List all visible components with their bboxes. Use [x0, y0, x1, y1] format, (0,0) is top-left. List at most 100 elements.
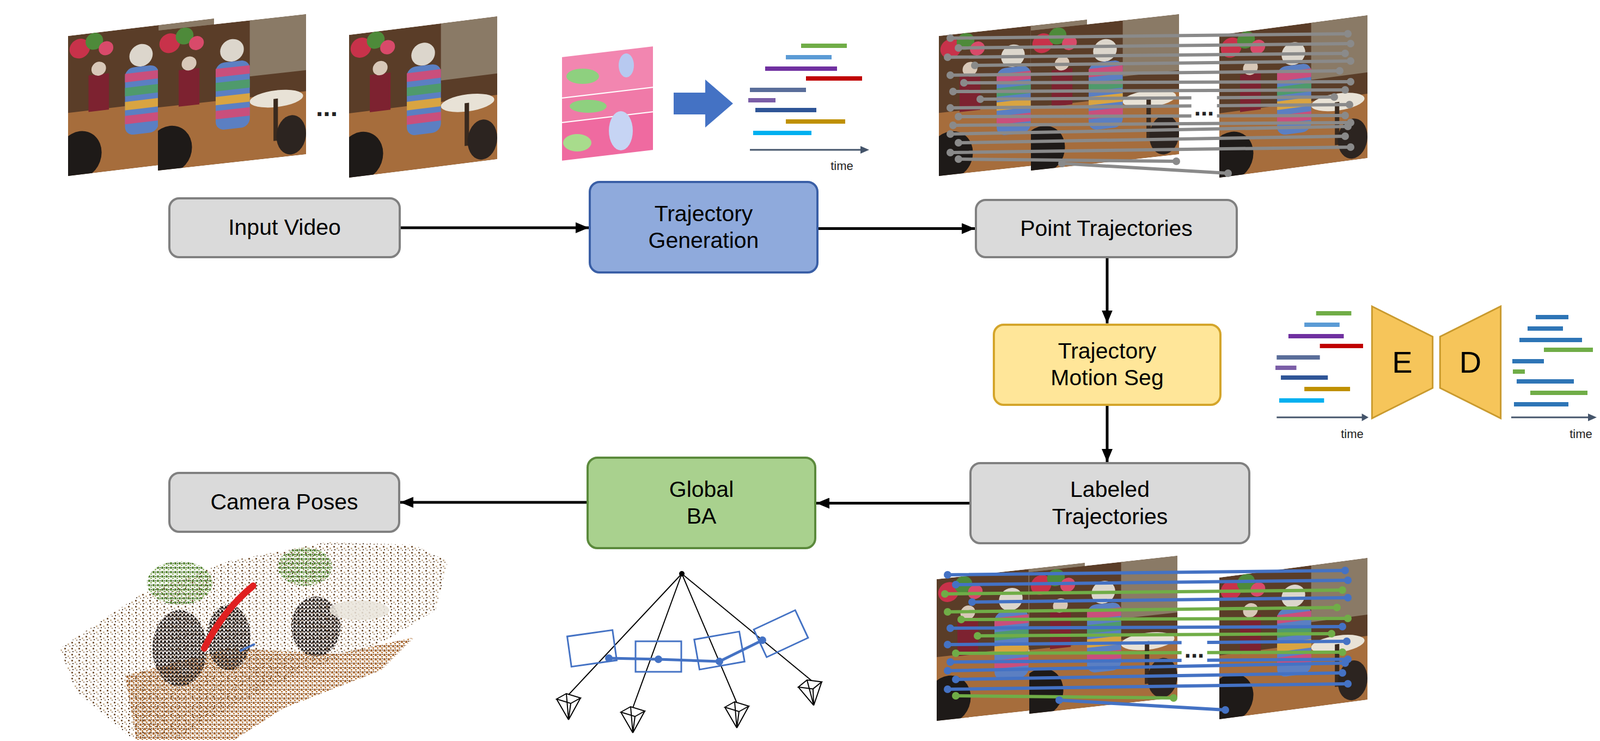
optical-flow-images [618, 53, 634, 78]
flow-arrow [816, 501, 970, 505]
point-trajectory-frames [928, 14, 1368, 183]
ellipsis: ... [1181, 636, 1208, 663]
decoder-output-timeline [1516, 379, 1574, 384]
node-text: D [1459, 343, 1482, 381]
node-text: Camera Poses [210, 488, 358, 516]
point-cloud [204, 585, 254, 649]
labeled-trajectory-frames [926, 555, 1368, 726]
node-text: Trajectory Generation [621, 200, 786, 254]
grey-trajectories [958, 43, 1351, 48]
node-text: E [1391, 343, 1413, 381]
labeled-trajectories [947, 640, 1347, 645]
bundle-adjustment-figure [724, 701, 749, 728]
decoder-shape-outline [1439, 306, 1501, 418]
optical-flow-images [563, 133, 592, 152]
labeled-trajectories [1059, 699, 1226, 710]
video-frames [338, 16, 498, 183]
axis-label: time [1569, 428, 1593, 441]
labeled-trajectories [947, 683, 1348, 689]
labeled-trajectories [977, 633, 1332, 636]
labeled-trajectories [947, 607, 1337, 612]
output-box: Camera Poses [168, 471, 401, 533]
grey-trajectories [950, 147, 1351, 153]
grey-trajectories [950, 126, 1348, 134]
axis-label: time [1340, 428, 1364, 441]
point-cloud [147, 560, 213, 605]
axis-label: time [1340, 428, 1364, 441]
video-frames [57, 14, 498, 183]
grey-trajectories [950, 104, 1350, 108]
bundle-adjustment-figure [556, 693, 581, 720]
node-text: Global BA [660, 475, 743, 530]
decoder-output-timeline [1512, 358, 1544, 364]
ellipsis: ... [313, 93, 341, 122]
grey-trajectories [963, 81, 1351, 83]
labeled-trajectories [944, 570, 1348, 710]
grey-trajectories [950, 70, 1340, 76]
labeled-trajectory-frames [1018, 555, 1178, 719]
bundle-adjustment-figure [679, 570, 685, 577]
decoder-output-timeline [1519, 337, 1583, 343]
grey-trajectories [947, 33, 1351, 174]
bundle-adjustment-figure [681, 573, 812, 681]
encoder-shape: E [1370, 303, 1434, 421]
node-text: Labeled Trajectories [1028, 475, 1192, 530]
bundle-adjustment-figure [694, 631, 745, 670]
trajectory-timeline [748, 43, 870, 154]
ellipsis: ... [1191, 94, 1218, 121]
grey-trajectories [974, 60, 1351, 66]
bundle-adjustment-figure [715, 657, 724, 665]
labeled-trajectories [955, 672, 1343, 680]
decoder-output-timeline [1543, 347, 1593, 352]
flow-arrow [400, 226, 589, 230]
point-cloud [239, 643, 255, 651]
process-box: Trajectory Generation [588, 180, 819, 274]
optical-flow-images [608, 111, 633, 151]
bundle-adjustment-figure [753, 609, 809, 657]
bundle-adjustment-figure [605, 636, 767, 665]
decoder-output-timeline [1527, 326, 1563, 331]
decoder-output-timeline [1588, 413, 1597, 421]
bundle-adjustment-figure [758, 636, 767, 644]
bundle-adjustment-figure [567, 629, 618, 667]
encoder-input-timeline [1275, 310, 1369, 421]
input-box: Input Video [168, 197, 401, 259]
grey-trajectories [1061, 163, 1229, 174]
data-box: Point Trajectories [974, 198, 1238, 259]
flow-arrow [1106, 258, 1109, 324]
bundle-adjustment-figure [568, 573, 812, 708]
node-text: Point Trajectories [1020, 215, 1193, 242]
encoder-input-timeline [1275, 310, 1369, 421]
grey-trajectories [980, 96, 1335, 100]
node-text: Trajectory Motion Seg [1030, 337, 1184, 392]
labeled-trajectories [955, 579, 1348, 585]
flow-arrow [400, 501, 587, 504]
grey-trajectories [950, 33, 1348, 39]
bundle-adjustment-figure [632, 573, 682, 708]
bundle-adjustment-figure [681, 573, 737, 703]
labeled-trajectories [947, 662, 1346, 671]
bundle-adjustment-figure [567, 609, 809, 672]
bundle-adjustment-figure [620, 706, 645, 733]
point-cloud [152, 609, 207, 687]
optical-flow-images [561, 45, 654, 99]
optical-flow-images [566, 68, 600, 84]
point-cloud [329, 600, 390, 620]
labeled-trajectories [950, 658, 1348, 662]
labeled-trajectories [961, 618, 1348, 620]
optical-flow-images [561, 45, 654, 162]
bundle-adjustment-figure [654, 655, 663, 663]
ellipsis: ... [1191, 94, 1218, 121]
axis-label: time [830, 160, 854, 173]
labeled-trajectories [947, 570, 1346, 575]
bundle-adjustment-figure [635, 640, 682, 672]
flow-arrow [818, 227, 975, 230]
decoder-output-timeline [1513, 401, 1569, 407]
optical-flow-images [569, 99, 607, 113]
grey-trajectories [958, 136, 1346, 143]
point-cloud [59, 541, 448, 740]
